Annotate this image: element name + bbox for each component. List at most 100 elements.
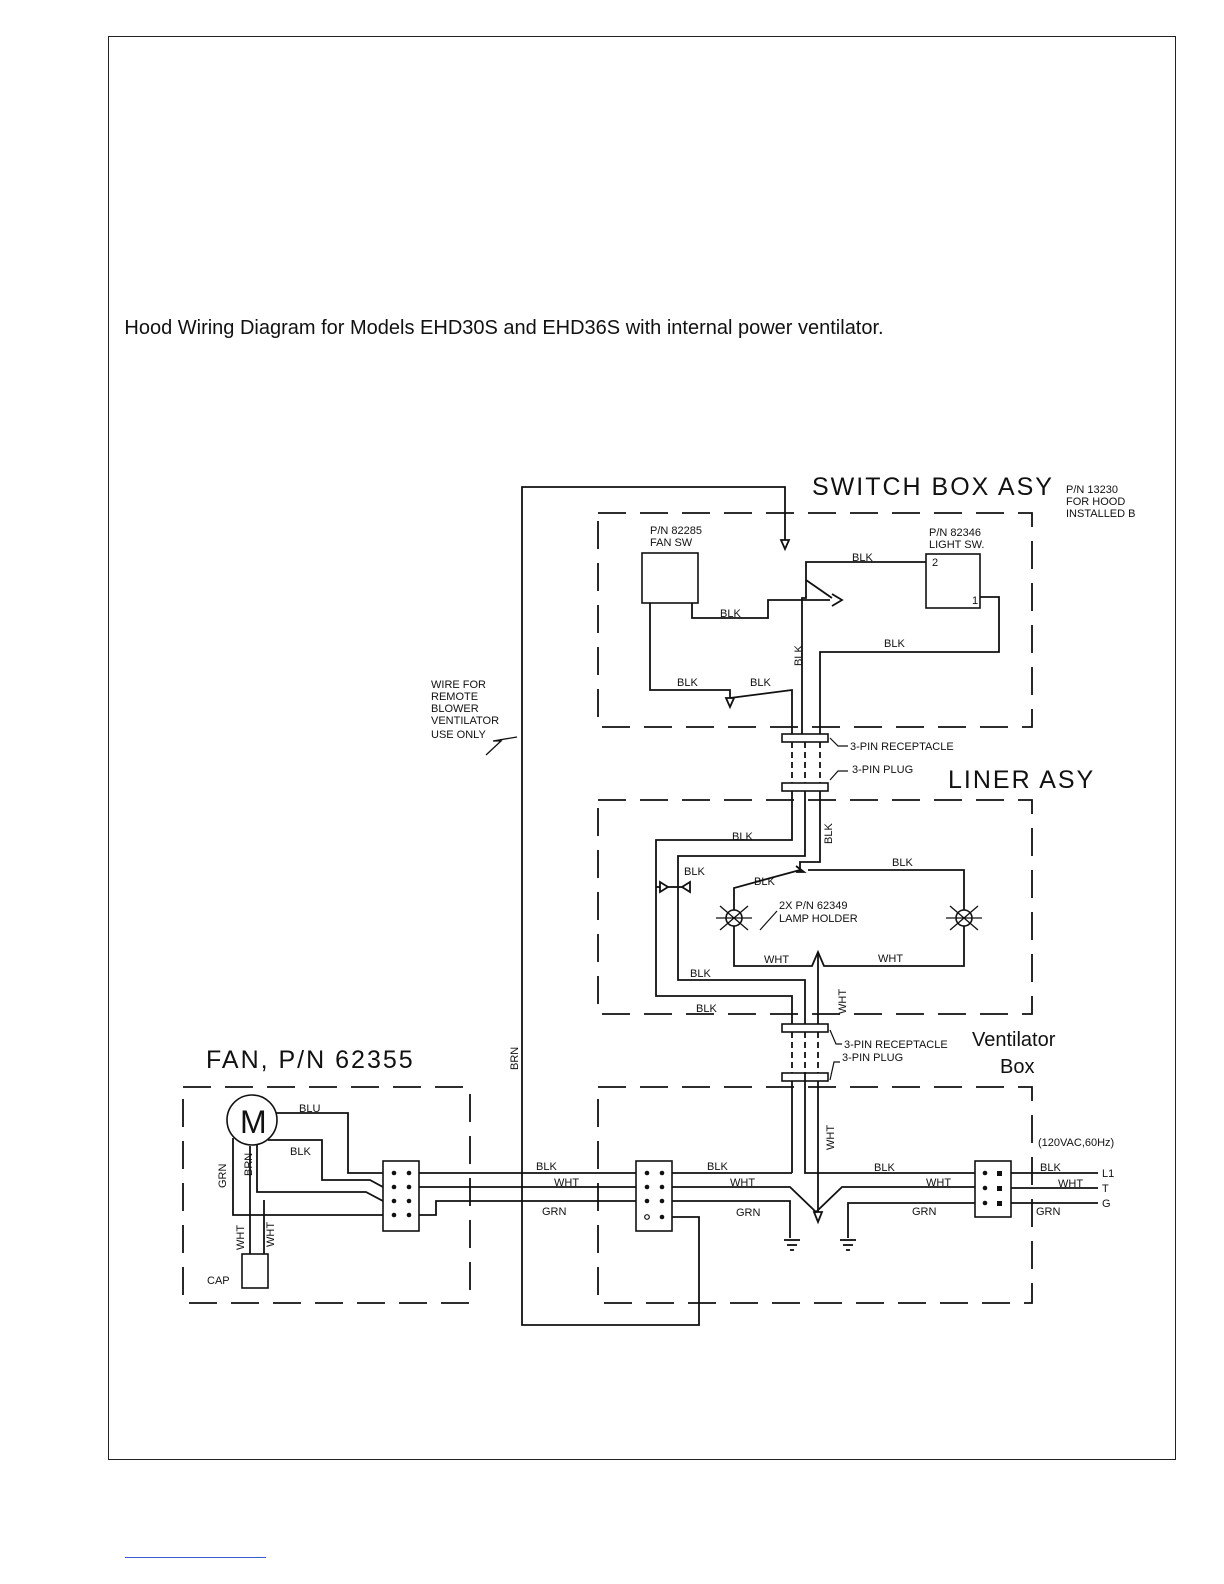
remote-note-2: REMOTE <box>431 691 478 703</box>
fan-enclosure <box>182 1086 471 1304</box>
terminal-block-left <box>382 1160 420 1232</box>
motor-label: M <box>240 1104 267 1140</box>
fan-switch <box>641 552 699 604</box>
receptacle-2 <box>781 1023 829 1033</box>
blk-label-4: BLK <box>677 677 698 689</box>
grn-label-3: GRN <box>912 1206 937 1218</box>
lamp-right-blk <box>808 869 965 915</box>
blk-label-9: BLK <box>684 866 705 878</box>
light-switch <box>925 553 981 609</box>
light-switch-pn: P/N 82346 <box>929 527 981 539</box>
blu-label: BLU <box>299 1103 320 1115</box>
fan-brn-wire <box>256 1145 384 1202</box>
blk-label-6: BLK <box>793 645 805 666</box>
remote-note-1: WIRE FOR <box>431 679 486 691</box>
blk-label-15: BLK <box>707 1161 728 1173</box>
lamp-holder-pn: 2X P/N 62349 <box>779 900 848 912</box>
blk-label-17: BLK <box>1040 1162 1061 1174</box>
wht-label-8: WHT <box>825 1125 837 1150</box>
liner-heading: LINER ASY <box>948 766 1095 794</box>
wht-label-10: WHT <box>265 1222 277 1247</box>
wht-label-5: WHT <box>730 1177 755 1189</box>
switch-box-heading: SWITCH BOX ASY <box>812 473 1054 501</box>
terminal-block-middle <box>635 1160 673 1232</box>
blk-label-16: BLK <box>874 1162 895 1174</box>
fan-switch-wire <box>691 599 830 619</box>
blk-label-12: BLK <box>696 1003 717 1015</box>
blk-label-10: BLK <box>754 876 775 888</box>
liner-connector-right <box>680 880 691 894</box>
footer-link-line <box>125 1557 266 1558</box>
brn-label-2: BRN <box>243 1153 255 1176</box>
hood-pn-note-1: P/N 13230 <box>1066 484 1118 496</box>
lamp-holder-name: LAMP HOLDER <box>779 913 858 925</box>
switch-down-wire <box>801 580 807 740</box>
page-frame <box>108 36 1176 1460</box>
lamp-left-blk <box>733 869 801 915</box>
fan-blk-wire <box>268 1139 384 1188</box>
wht-label-2: WHT <box>878 953 903 965</box>
fan-heading: FAN, P/N 62355 <box>206 1046 415 1074</box>
switch-splice-connector <box>831 593 844 607</box>
fan-blu-wire <box>276 1112 383 1174</box>
light-switch-name: LIGHT SW. <box>929 539 984 551</box>
terminal-t: T <box>1102 1183 1109 1195</box>
light-switch-wire-2 <box>805 561 926 599</box>
wht-label-9: WHT <box>235 1225 247 1250</box>
cap-label: CAP <box>207 1275 230 1287</box>
capacitor <box>241 1253 269 1289</box>
plug-1-label: 3-PIN PLUG <box>852 764 913 776</box>
ground-symbol-left <box>784 1239 800 1251</box>
liner-enclosure <box>597 799 1033 1015</box>
blk-label-1: BLK <box>852 552 873 564</box>
fan-switch-pn: P/N 82285 <box>650 525 702 537</box>
plug-1 <box>781 782 829 792</box>
remote-wire-connector <box>779 539 791 552</box>
light-switch-wire-1 <box>819 596 1000 740</box>
blk-label-8: BLK <box>892 857 913 869</box>
hood-pn-note-2: FOR HOOD <box>1066 496 1125 508</box>
bus-blk-right <box>804 1073 975 1174</box>
liner-blk-outer <box>655 791 793 1025</box>
lamp-holder-right <box>946 905 982 931</box>
fan-grn-wire <box>232 1138 383 1216</box>
wht-label-4: WHT <box>554 1177 579 1189</box>
remote-note-leader <box>485 736 518 756</box>
wht-label-7: WHT <box>1058 1178 1083 1190</box>
remote-note-4: VENTILATOR <box>431 715 499 727</box>
fan-switch-wire-3 <box>729 688 793 740</box>
blk-label-5: BLK <box>750 677 771 689</box>
receptacle-1 <box>781 733 829 743</box>
liner-blk-lamp <box>799 791 821 872</box>
liner-blk-inner <box>677 791 806 1025</box>
fan-splice-connector <box>724 697 736 710</box>
hood-pn-note-3: INSTALLED B <box>1066 508 1136 520</box>
light-switch-terminal-1: 1 <box>972 595 978 607</box>
receptacle-1-label: 3-PIN RECEPTACLE <box>850 741 954 753</box>
bus-grn-mid <box>672 1200 791 1238</box>
wht-label-6: WHT <box>926 1177 951 1189</box>
blk-label-13: BLK <box>823 823 835 844</box>
grn-label-5: GRN <box>217 1164 229 1189</box>
light-switch-terminal-2: 2 <box>932 557 938 569</box>
ventilator-box-enclosure <box>597 1086 1033 1304</box>
brn-remote-wire <box>521 486 786 1326</box>
blk-label-11: BLK <box>690 968 711 980</box>
bus-grn-right <box>847 1202 975 1238</box>
ventilator-heading-1: Ventilator <box>972 1029 1056 1051</box>
fan-switch-name: FAN SW <box>650 537 693 549</box>
terminal-l1: L1 <box>1102 1168 1114 1180</box>
brn-label: BRN <box>509 1047 521 1070</box>
terminal-block-right <box>974 1160 1012 1218</box>
wht-label-1: WHT <box>764 954 789 966</box>
grn-label-2: GRN <box>736 1207 761 1219</box>
ventilator-heading-2: Box <box>1000 1056 1034 1078</box>
blk-label-14: BLK <box>536 1161 557 1173</box>
bus-grn-left <box>419 1200 636 1216</box>
blk-label-3: BLK <box>884 638 905 650</box>
remote-note-3: BLOWER <box>431 703 479 715</box>
receptacle-2-label: 3-PIN RECEPTACLE <box>844 1039 948 1051</box>
terminal-g: G <box>1102 1198 1111 1210</box>
page-title: Hood Wiring Diagram for Models EHD30S an… <box>124 317 884 339</box>
